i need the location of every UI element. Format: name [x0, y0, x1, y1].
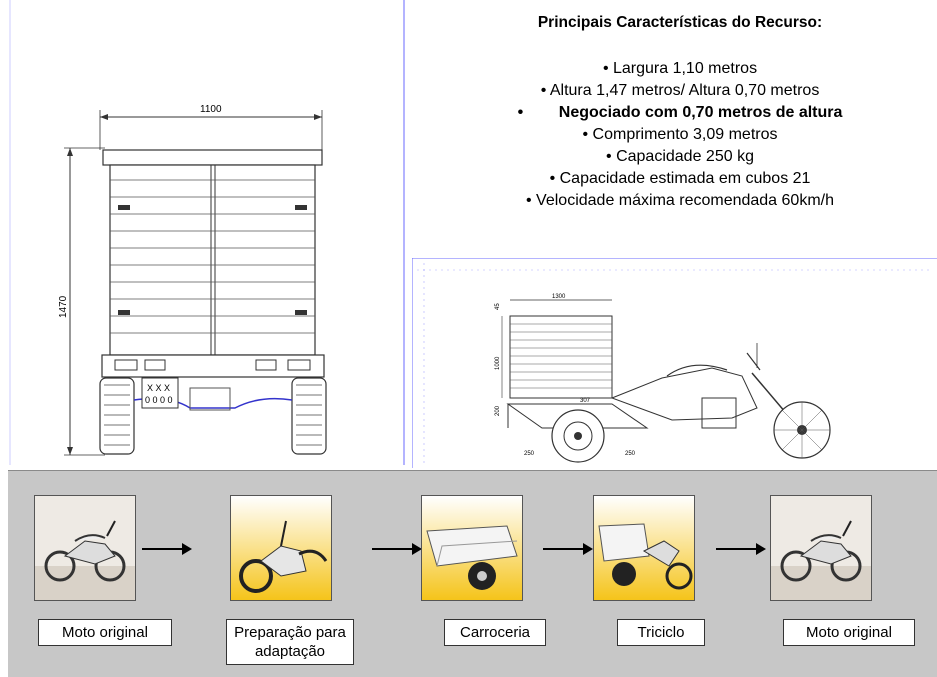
photo-triciclo [593, 495, 695, 601]
arrow-right-icon [543, 543, 593, 555]
height-dimension: 1470 [58, 295, 69, 318]
spec-max-speed: • Velocidade máxima recomendada 60km/h [526, 192, 834, 209]
width-dimension: 1100 [200, 104, 222, 115]
dim-45: 45 [495, 303, 501, 310]
dim-1000: 1000 [495, 356, 501, 370]
label-step-4: Triciclo [617, 619, 705, 646]
spec-negotiated-height: • Negociado com 0,70 metros de altura [517, 104, 843, 121]
photo-preparacao [230, 495, 332, 601]
label-step-3: Carroceria [444, 619, 546, 646]
arrow-right-icon [716, 543, 766, 555]
spec-capacity: • Capacidade 250 kg [606, 148, 754, 165]
arrow-right-icon [142, 543, 192, 555]
label-step-2: Preparação para adaptação [226, 619, 354, 665]
rear-view-drawing: 1100 1470 X X X 0 0 0 0 [9, 0, 405, 465]
label-step-1: Moto original [38, 619, 172, 646]
side-view-drawing: 1300 1000 45 200 307 250 250 [412, 258, 937, 468]
spec-width: • Largura 1,10 metros [602, 60, 758, 77]
arrow-right-icon [372, 543, 422, 555]
dim-1300: 1300 [552, 294, 566, 300]
specifications-title: Principais Características do Recurso: [537, 14, 823, 31]
spec-height: • Altura 1,47 metros/ Altura 0,70 metros [540, 82, 820, 99]
spec-length: • Comprimento 3,09 metros [582, 126, 778, 143]
label-step-5: Moto original [783, 619, 915, 646]
dim-250-right: 250 [625, 451, 636, 457]
photo-carroceria [421, 495, 523, 601]
spec-volume: • Capacidade estimada em cubos 21 [549, 170, 811, 187]
plate-line2: 0 0 0 0 [145, 395, 173, 405]
dim-250-left: 250 [524, 451, 535, 457]
specifications-panel: Principais Características do Recurso: •… [430, 14, 930, 212]
conversion-process-strip: Moto original Preparação para adaptação … [8, 470, 937, 677]
plate-line1: X X X [147, 383, 170, 393]
dim-200: 200 [495, 405, 501, 416]
dim-307: 307 [580, 398, 591, 404]
photo-moto-original-final [770, 495, 872, 601]
photo-moto-original [34, 495, 136, 601]
